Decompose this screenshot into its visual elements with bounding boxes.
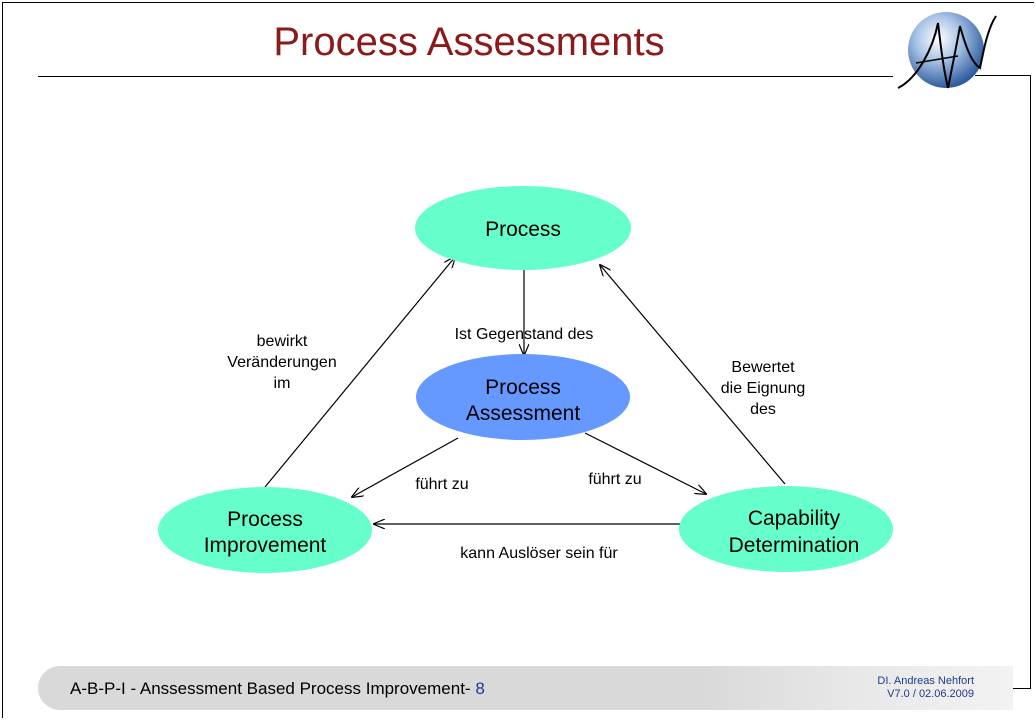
title-rule-right [975,75,1031,76]
node-assessment-label-line1: Process [485,376,561,399]
footer-author-block: DI. Andreas Nehfort V7.0 / 02.06.2009 [834,675,974,701]
an-logo-icon [897,12,997,89]
footer-bar-fade [700,666,1013,710]
edge-label-leads-to-left: führt zu [415,476,468,493]
title-rule [38,76,893,77]
logo-letter-n [947,15,997,89]
footer-version-date: V7.0 / 02.06.2009 [887,688,974,700]
logo-letter-a [897,22,949,89]
edge-label-changes-line2: Veränderungen [227,354,336,371]
footer-author: DI. Andreas Nehfort [877,675,974,687]
edge-label-evaluates-line2: die Eignung [721,380,806,397]
footer-course-title: A-B-P-I - Anssessment Based Process Impr… [70,679,485,699]
edge-improvement-to-process [264,257,455,488]
node-process-improvement [158,487,372,573]
frame-line-left [2,2,3,718]
edge-label-changes-line3: im [274,375,291,392]
node-capability-determination [679,486,893,572]
node-capability-label-line2: Determination [729,534,860,557]
edge-label-trigger-for: kann Auslöser sein für [460,545,618,562]
edge-label-subject-of: Ist Gegenstand des [455,326,594,343]
node-process-label: Process [485,218,561,241]
node-assessment-label-line2: Assessment [466,402,581,425]
footer-course-name: A-B-P-I - Anssessment Based Process Impr… [70,679,471,698]
frame-line-bottom-right [1010,688,1031,689]
edge-label-evaluates-line3: des [750,401,776,418]
footer-page-number: 8 [475,679,485,698]
node-process-assessment [416,354,630,440]
frame-line-right [1030,75,1031,688]
edge-label-changes-line1: bewirkt [257,333,308,350]
node-process [415,186,631,270]
node-improvement-label-line2: Improvement [204,534,327,557]
slide-title: Process Assessments [273,20,665,64]
logo-sphere [908,12,984,88]
edge-assessment-to-improvement [352,437,459,497]
edge-assessment-to-capability [584,432,706,494]
node-capability-label-line1: Capability [748,507,841,530]
node-improvement-label-line1: Process [227,508,303,531]
logo-letter-a-bar [915,55,959,64]
edge-label-leads-to-right: führt zu [588,471,641,488]
edge-label-evaluates-line1: Bewertet [731,359,795,376]
frame-line-top [2,2,1034,3]
edge-capability-to-process [600,265,786,485]
